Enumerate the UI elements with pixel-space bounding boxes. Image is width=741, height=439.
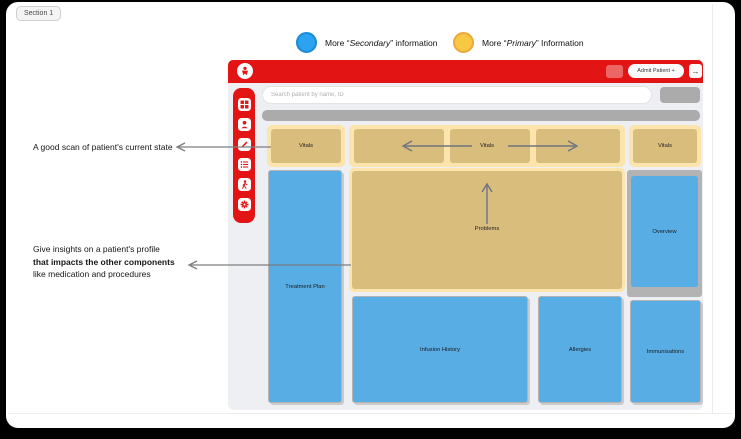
- overview-block[interactable]: Overview: [631, 176, 698, 287]
- artboard-edge-horizontal: [8, 413, 733, 414]
- artboard-edge-vertical: [712, 4, 713, 413]
- infusion-history-block[interactable]: Infusion History: [352, 296, 528, 403]
- activity-icon[interactable]: [237, 178, 251, 191]
- annotation-scan-note: A good scan of patient's current state: [33, 142, 173, 152]
- legend-secondary: More “Secondary” information: [296, 31, 437, 54]
- problems-container: Problems: [349, 168, 625, 292]
- app-header: Admit Patient + →: [228, 60, 703, 83]
- settings-icon[interactable]: [237, 198, 251, 211]
- connector-arrow-problems: [187, 260, 351, 270]
- list-icon[interactable]: [237, 158, 251, 171]
- dashboard-icon[interactable]: [237, 98, 251, 111]
- header-small-button[interactable]: [606, 65, 623, 78]
- connector-arrow-vitals: [175, 142, 271, 152]
- patient-banner-placeholder: [262, 110, 700, 121]
- app-mockup: Admit Patient + →: [228, 60, 703, 410]
- patient-icon[interactable]: [237, 118, 251, 131]
- search-input[interactable]: [262, 86, 652, 104]
- vitals-right-container: Vitals: [629, 125, 701, 167]
- search-side-button[interactable]: [660, 87, 700, 103]
- vitals-right-block[interactable]: Vitals: [633, 129, 697, 163]
- insights-line-3: like medication and procedures: [33, 269, 151, 279]
- allergies-block[interactable]: Allergies: [538, 296, 622, 403]
- admit-patient-button[interactable]: Admit Patient +: [628, 64, 684, 78]
- treatment-plan-block[interactable]: Treatment Plan: [268, 170, 342, 403]
- primary-color-dot: [453, 32, 474, 53]
- legend-primary-label: More “Primary” Information: [482, 37, 584, 48]
- header-forward-button[interactable]: →: [689, 64, 702, 78]
- overview-frame: Overview: [627, 170, 702, 297]
- insights-line-1: Give insights on a patient's profile: [33, 244, 160, 254]
- annotation-insights-note: Give insights on a patient's profile tha…: [33, 243, 175, 281]
- insights-line-2: that impacts the other components: [33, 256, 175, 267]
- section-tag[interactable]: Section 1: [16, 6, 62, 21]
- legend-secondary-label: More “Secondary” information: [325, 37, 438, 48]
- app-sidebar: [233, 88, 255, 223]
- legend-primary: More “Primary” Information: [453, 31, 584, 54]
- edit-icon[interactable]: [237, 138, 251, 151]
- vitals-center-container: Vitals: [349, 125, 625, 167]
- problems-up-arrow-icon: [481, 182, 493, 224]
- app-logo-icon[interactable]: [237, 63, 253, 79]
- vitals-left-container: Vitals: [267, 125, 345, 167]
- secondary-color-dot: [296, 32, 317, 53]
- vitals-scroll-arrows-icon: [401, 140, 579, 152]
- immunisations-block[interactable]: Immunisations: [630, 300, 701, 403]
- vitals-left-block[interactable]: Vitals: [271, 129, 341, 163]
